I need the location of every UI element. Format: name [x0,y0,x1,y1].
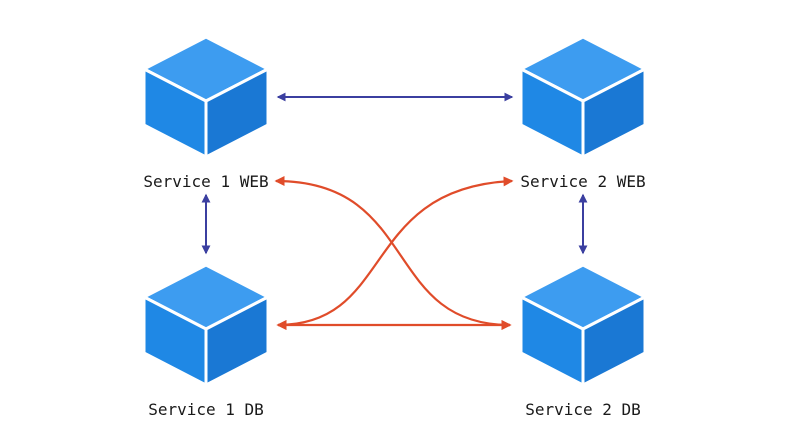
cube-icon-service-2-web [519,35,647,159]
arrow-service-1-web-to-service-2-db [274,176,512,330]
arrow-service-1-db-to-service-2-web [276,176,514,330]
label-service-2-db: Service 2 DB [525,400,641,419]
cube-group [142,35,647,387]
cube-icon-service-1-web [142,35,270,159]
label-service-1-db: Service 1 DB [148,400,264,419]
label-group: Service 1 WEB Service 2 WEB Service 1 DB… [143,172,645,419]
sync-arrow-group [201,92,588,255]
label-service-2-web: Service 2 WEB [520,172,645,191]
cube-icon-service-1-db [142,263,270,387]
cube-icon-service-2-db [519,263,647,387]
label-service-1-web: Service 1 WEB [143,172,268,191]
cross-arrow-group [274,176,514,330]
